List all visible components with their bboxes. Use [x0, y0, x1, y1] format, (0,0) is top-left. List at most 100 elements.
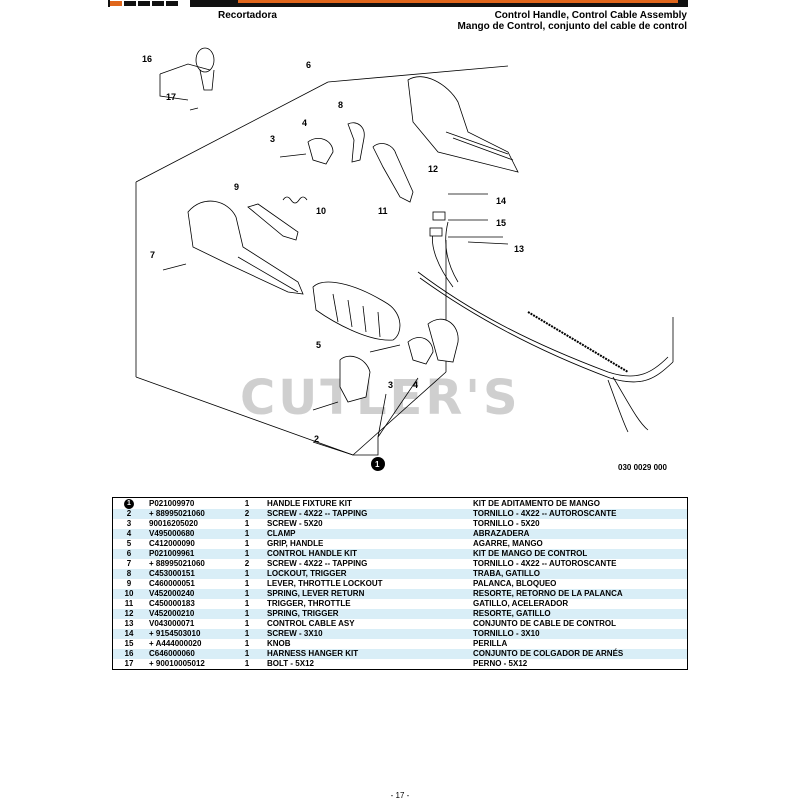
cell-qty: 1	[244, 619, 250, 628]
cell-pn: + 90010005012	[149, 659, 205, 668]
cell-pn: V452000210	[145, 609, 231, 619]
cell-en: LOCKOUT, TRIGGER	[263, 569, 469, 579]
cell-en: CLAMP	[263, 529, 469, 539]
cell-ref: 2	[112, 509, 145, 519]
cell-es: PERNO - 5X12	[473, 659, 528, 668]
callout-9: 9	[234, 182, 239, 192]
cell-pn: C646000060	[145, 649, 231, 659]
callout-14: 14	[496, 196, 506, 206]
cell-es: PALANCA, BLOQUEO	[473, 579, 557, 588]
title-spanish: Mango de Control, conjunto del cable de …	[457, 21, 687, 32]
cell-qty: 1	[231, 589, 263, 599]
cell-es: TRABA, GATILLO	[469, 569, 688, 579]
callout-11: 11	[378, 206, 388, 216]
cell-ref: 12	[112, 609, 145, 619]
exploded-parts-diagram: 16 17 6 8 4 3 12 11 9 10 14 15 13 7 5 3 …	[135, 47, 674, 471]
callout-10: 10	[316, 206, 326, 216]
callout-13: 13	[514, 244, 524, 254]
cell-ref: 13	[124, 619, 134, 628]
cell-en: CONTROL HANDLE KIT	[263, 549, 469, 559]
cell-en: SCREW - 4X22 -- TAPPING	[267, 559, 368, 568]
cell-en: HARNESS HANGER KIT	[263, 649, 469, 659]
cell-es: TORNILLO - 5X20	[473, 519, 540, 528]
callout-12: 12	[428, 164, 438, 174]
cell-ref: 6	[112, 549, 145, 559]
cell-pn: V495000680	[145, 529, 231, 539]
cell-qty: 1	[244, 539, 250, 548]
cell-pn: + 88995021060	[149, 559, 205, 568]
cell-ref: 8	[112, 569, 145, 579]
page-number: - 17 -	[390, 791, 410, 800]
cell-en: TRIGGER, THROTTLE	[267, 599, 351, 608]
cell-en: BOLT - 5X12	[267, 659, 314, 668]
cell-qty: 1	[231, 529, 263, 539]
callout-5: 5	[316, 340, 321, 350]
cell-qty: 1	[231, 609, 263, 619]
cell-qty: 1	[244, 498, 250, 508]
cell-qty: 2	[244, 559, 250, 568]
cell-qty: 1	[231, 569, 263, 579]
cell-es: CONJUNTO DE COLGADOR DE ARNÉS	[469, 649, 688, 659]
cell-es: CONJUNTO DE CABLE DE CONTROL	[473, 619, 616, 628]
cell-es: TORNILLO - 3X10	[469, 629, 688, 639]
cell-ref: 15	[124, 639, 134, 648]
cell-ref: 4	[112, 529, 145, 539]
callout-17: 17	[166, 92, 176, 102]
cell-en: CONTROL CABLE ASY	[267, 619, 355, 628]
callout-1-badge	[371, 457, 385, 471]
cell-es: RESORTE, RETORNO DE LA PALANCA	[469, 589, 688, 599]
cell-pn: C453000151	[145, 569, 231, 579]
cell-ref: 1	[113, 498, 146, 509]
cell-es: KIT DE MANGO DE CONTROL	[469, 549, 688, 559]
callout-8: 8	[338, 100, 343, 110]
cell-es: AGARRE, MANGO	[473, 539, 543, 548]
cell-pn: P021009970	[149, 498, 195, 508]
callout-3b: 3	[388, 380, 393, 390]
cell-pn: + A444000020	[149, 639, 202, 648]
cell-pn: V452000240	[145, 589, 231, 599]
cell-pn: C450000183	[149, 599, 195, 608]
brand-logo	[110, 0, 190, 8]
section-label: Recortadora	[218, 10, 277, 21]
cell-en: SCREW - 3X10	[263, 629, 469, 639]
page-title: Control Handle, Control Cable Assembly M…	[458, 10, 687, 32]
cell-en: SCREW - 4X22 -- TAPPING	[263, 509, 469, 519]
callout-4b: 4	[413, 380, 418, 390]
cell-pn: + 9154503010	[145, 629, 231, 639]
cell-en: GRIP, HANDLE	[267, 539, 324, 548]
cell-pn: V043000071	[149, 619, 195, 628]
cell-ref: 17	[124, 659, 134, 668]
cell-ref: 7	[126, 559, 132, 568]
kit-badge: 1	[124, 499, 134, 509]
cell-es: PERILLA	[473, 639, 508, 648]
cell-en: SPRING, TRIGGER	[263, 609, 469, 619]
callout-7: 7	[150, 250, 155, 260]
cell-en: KNOB	[267, 639, 291, 648]
callout-15: 15	[496, 218, 506, 228]
cell-qty: 1	[231, 629, 263, 639]
cell-en: SPRING, LEVER RETURN	[263, 589, 469, 599]
cell-qty: 1	[244, 579, 250, 588]
cell-es: TORNILLO - 4X22 -- AUTOROSCANTE	[469, 509, 688, 519]
callout-6: 6	[306, 60, 311, 70]
callout-2: 2	[314, 434, 319, 444]
cell-qty: 1	[244, 599, 250, 608]
cell-es: KIT DE ADITAMENTO DE MANGO	[473, 498, 600, 508]
cell-en: LEVER, THROTTLE LOCKOUT	[267, 579, 383, 588]
cell-ref: 14	[112, 629, 145, 639]
